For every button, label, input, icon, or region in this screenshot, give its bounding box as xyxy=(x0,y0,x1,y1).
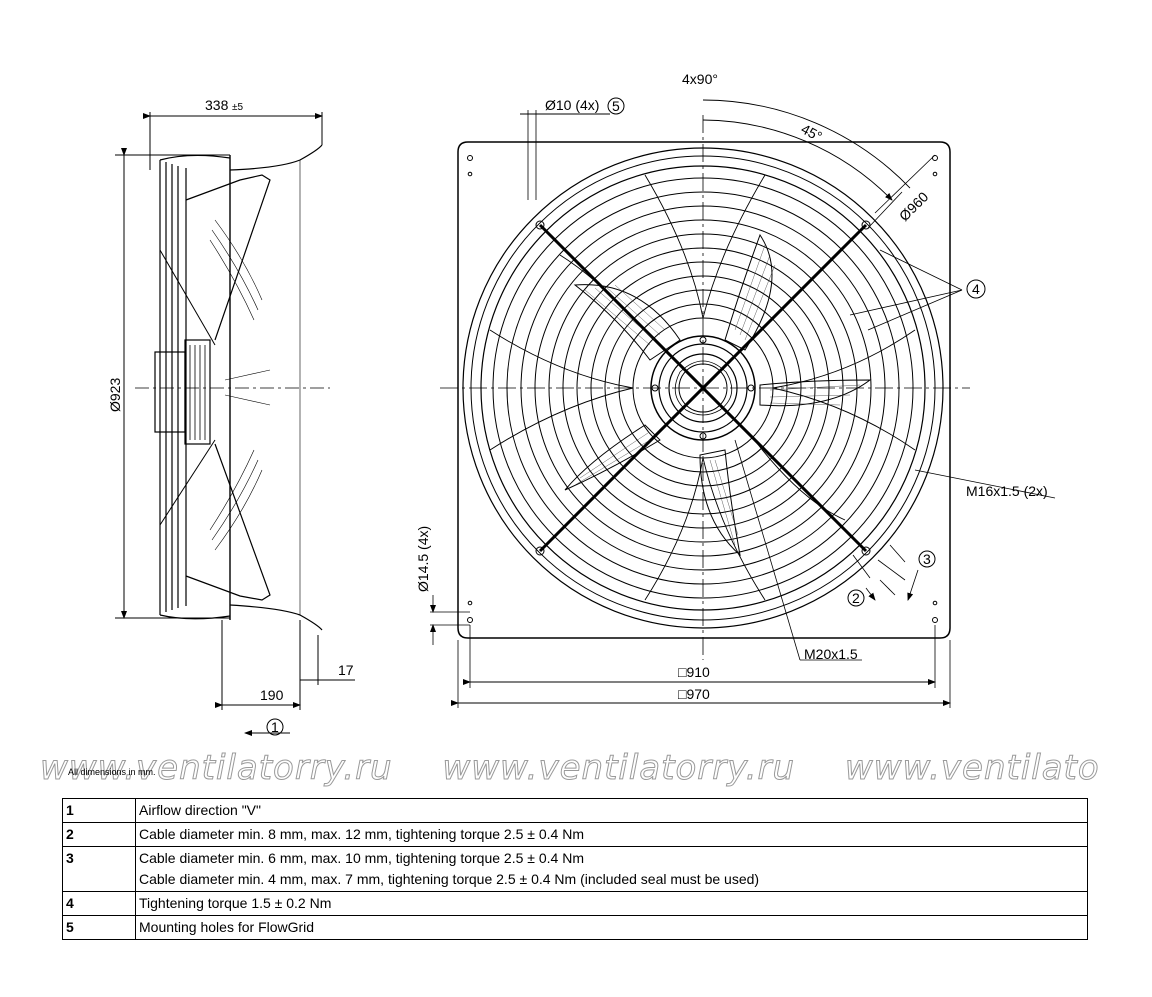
legend-number: 5 xyxy=(62,915,136,940)
legend-number: 2 xyxy=(62,822,136,847)
legend-row: 3 Cable diameter min. 6 mm, max. 10 mm, … xyxy=(62,846,1088,892)
dim-970: □970 xyxy=(678,686,710,702)
watermark-text: www.ventilatorry.ru xyxy=(844,748,1100,788)
side-view-labels: 338 ±5 Ø923 190 17 1 xyxy=(107,97,354,736)
callout-circle-1 xyxy=(266,718,284,736)
legend-row: 1 Airflow direction "V" xyxy=(62,798,1088,823)
dim-diameter-923: Ø923 xyxy=(107,378,123,412)
legend-description: Cable diameter min. 6 mm, max. 10 mm, ti… xyxy=(135,846,1088,892)
legend-line: Cable diameter min. 6 mm, max. 10 mm, ti… xyxy=(139,850,584,866)
dim-holes-flowgrid: Ø10 (4x) xyxy=(545,97,599,113)
dim-depth: 338 xyxy=(205,97,229,113)
legend-description: Airflow direction "V" xyxy=(135,798,1088,823)
legend-line: Airflow direction "V" xyxy=(139,802,261,818)
label-m16: M16x1.5 (2x) xyxy=(966,483,1048,499)
callout-torque: 4 xyxy=(972,281,980,297)
legend-line: Cable diameter min. 8 mm, max. 12 mm, ti… xyxy=(139,826,584,842)
legend-line: Tightening torque 1.5 ± 0.2 Nm xyxy=(139,895,332,911)
watermark-text: www.ventilatorry.ru xyxy=(442,748,796,788)
legend-description: Mounting holes for FlowGrid xyxy=(135,915,1088,940)
legend-number: 1 xyxy=(62,798,136,823)
dim-17: 17 xyxy=(338,662,354,678)
legend-number: 4 xyxy=(62,891,136,916)
dimensions-note: All dimensions in mm. xyxy=(68,767,156,777)
legend-table: 1 Airflow direction "V" 2 Cable diameter… xyxy=(62,798,1088,940)
legend-description: Cable diameter min. 8 mm, max. 12 mm, ti… xyxy=(135,822,1088,847)
legend-row: 5 Mounting holes for FlowGrid xyxy=(62,915,1088,940)
label-m20: M20x1.5 xyxy=(804,646,858,662)
legend-line: Cable diameter min. 4 mm, max. 7 mm, tig… xyxy=(139,871,760,887)
legend-row: 2 Cable diameter min. 8 mm, max. 12 mm, … xyxy=(62,822,1088,847)
technical-drawing: 338 ±5 Ø923 190 17 1 xyxy=(107,71,1056,736)
callout-circle-3 xyxy=(918,550,936,568)
front-view xyxy=(430,99,1056,708)
legend-description: Tightening torque 1.5 ± 0.2 Nm xyxy=(135,891,1088,916)
legend-number: 3 xyxy=(62,846,136,892)
dim-angle-45: 45° xyxy=(799,121,825,145)
dim-outer-diameter: Ø960 xyxy=(896,188,932,224)
dim-910: □910 xyxy=(678,664,710,680)
side-view xyxy=(115,112,355,736)
watermark: www.ventilatorry.ru www.ventilatorry.ru … xyxy=(40,748,1100,788)
callout-circle-4 xyxy=(966,279,986,299)
legend-row: 4 Tightening torque 1.5 ± 0.2 Nm xyxy=(62,891,1088,916)
callout-circle-5 xyxy=(607,97,625,115)
watermark-text: www.ventilatorry.ru xyxy=(40,748,393,788)
legend-line: Mounting holes for FlowGrid xyxy=(139,919,315,935)
dim-depth-tol: ±5 xyxy=(232,102,243,113)
callout-cable-small: 3 xyxy=(923,551,931,567)
dim-190: 190 xyxy=(260,687,284,703)
callout-cable-large: 2 xyxy=(852,590,860,606)
callout-flowgrid: 5 xyxy=(612,98,620,114)
callout-circle-2 xyxy=(847,589,865,607)
dim-angle-total: 4x90° xyxy=(682,71,718,87)
callout-airflow: 1 xyxy=(271,719,279,735)
dim-mount-holes: Ø14.5 (4x) xyxy=(415,526,431,592)
